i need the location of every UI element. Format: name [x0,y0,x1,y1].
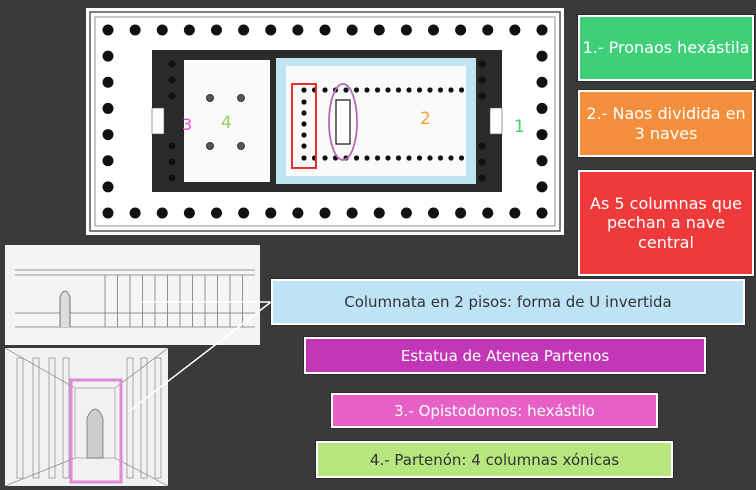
naos-interior-engraving [5,348,168,486]
plan-number-naos: 2 [420,109,431,129]
label-partenon: 4.- Partenón: 4 columnas xónicas [316,441,673,478]
label-estatua: Estatua de Atenea Partenos [304,337,706,374]
label-pronaos: 1.- Pronaos hexástila [578,15,754,81]
temple-floor-plan: 3 4 2 1 [86,8,564,235]
peristyle-columns [102,24,548,219]
temple-section-engraving-icon [15,269,255,328]
label-columnata: Columnata en 2 pisos: forma de U inverti… [271,279,745,325]
temple-floor-plan-icon: 3 4 2 1 [89,11,561,232]
plan-number-opistodomos: 3 [182,115,192,134]
naos-interior-engraving-icon [5,348,168,486]
label-naos: 2.- Naos dividida en 3 naves [578,90,754,157]
label-five-columns: As 5 columnas que pechan a nave central [578,170,754,276]
plan-number-partenon: 4 [221,113,232,133]
temple-section-engraving [5,245,260,345]
label-opistodomos: 3.- Opistodomos: hexástilo [331,393,658,428]
plan-number-pronaos: 1 [514,117,525,137]
